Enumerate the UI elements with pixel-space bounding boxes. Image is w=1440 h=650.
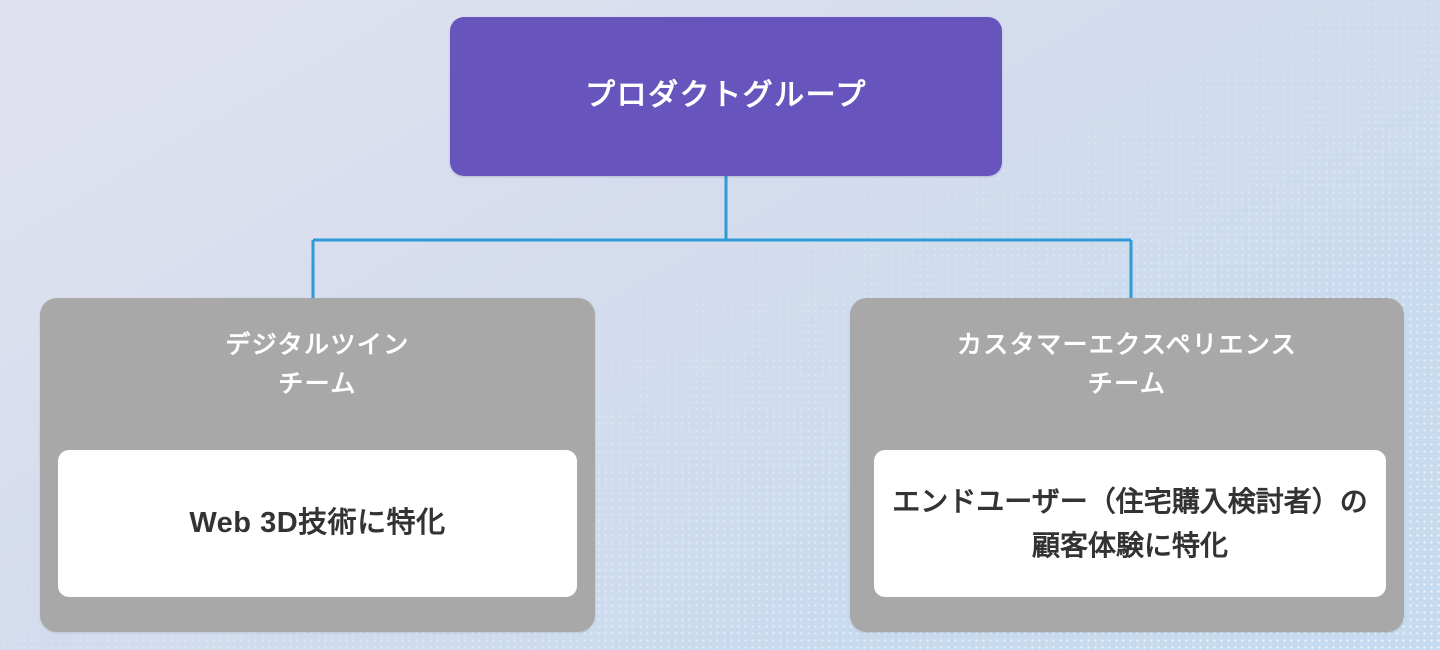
card-customer-experience-focus-text: エンドユーザー（住宅購入検討者）の顧客体験に特化: [892, 486, 1368, 561]
node-customer-experience-team-title: カスタマーエクスペリエンス チーム: [956, 331, 1298, 398]
node-product-group[interactable]: プロダクトグループ: [450, 17, 1002, 176]
node-product-group-title: プロダクトグループ: [585, 79, 867, 113]
node-digital-twin-team-title: デジタルツイン チーム: [225, 331, 410, 398]
card-digital-twin-focus-text: Web 3D技術に特化: [189, 506, 446, 539]
card-digital-twin-focus: Web 3D技術に特化: [58, 450, 577, 597]
node-customer-experience-team[interactable]: カスタマーエクスペリエンス チーム エンドユーザー（住宅購入検討者）の顧客体験に…: [850, 298, 1404, 632]
card-customer-experience-focus: エンドユーザー（住宅購入検討者）の顧客体験に特化: [874, 450, 1386, 597]
node-digital-twin-team[interactable]: デジタルツイン チーム Web 3D技術に特化: [40, 298, 595, 632]
